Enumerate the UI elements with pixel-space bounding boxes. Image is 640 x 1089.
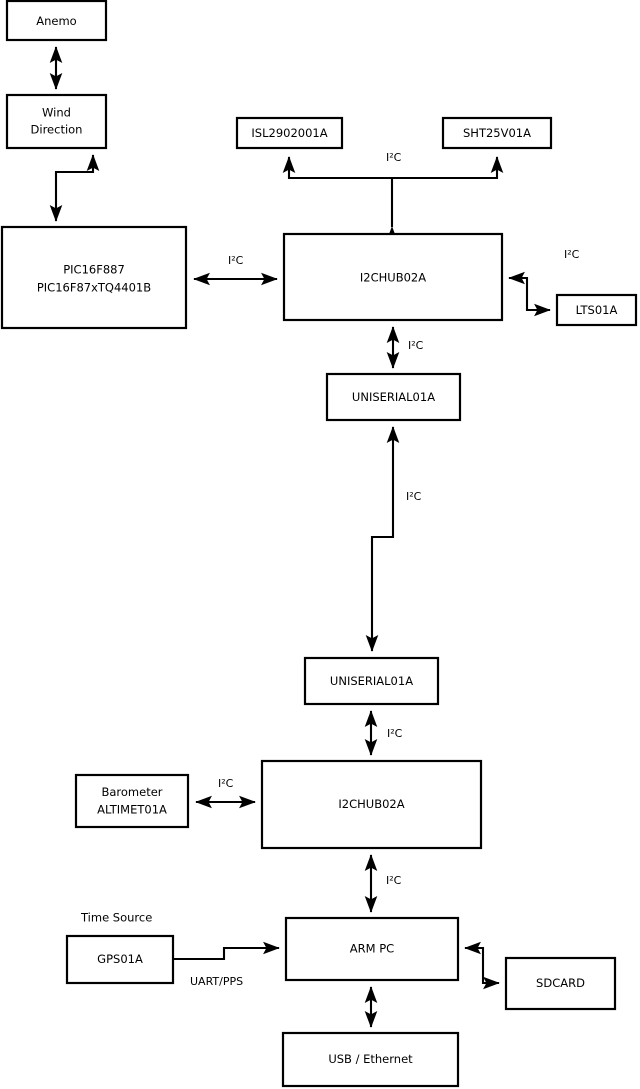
edge-hub-bot-armpc: I²C	[364, 854, 402, 913]
node-uniserial01a-upper[interactable]: UNISERIAL01A	[325, 372, 462, 422]
node-pic16f887[interactable]: PIC16F887 PIC16F87xTQ4401B	[0, 225, 188, 330]
node-i2chub02a-bottom-label: I2CHUB02A	[338, 797, 404, 811]
edge-pic-wind	[49, 154, 100, 222]
edge-label-hub-bot-armpc: I²C	[386, 874, 402, 887]
edge-label-uniserial-hub-bot: I²C	[387, 727, 403, 740]
node-isl2902001a[interactable]: ISL2902001A	[235, 116, 344, 150]
edge-uniserial-hub-bot: I²C	[364, 710, 403, 756]
node-sdcard-label: SDCARD	[536, 976, 585, 990]
edge-pic-hub-top: I²C	[193, 254, 278, 286]
node-i2chub02a-bottom-box[interactable]	[260, 759, 483, 850]
node-lts01a[interactable]: LTS01A	[555, 293, 638, 327]
edge-label-hub-top-sensors: I²C	[386, 151, 402, 164]
node-gps01a-box[interactable]	[65, 934, 175, 985]
node-barometer-label-line2: ALTIMET01A	[97, 803, 167, 817]
edge-line-bus-to-sht	[392, 156, 504, 180]
edge-line-hub-top-lts	[508, 271, 551, 317]
node-anemo-label: Anemo	[36, 14, 76, 28]
node-lts01a-box[interactable]	[555, 293, 638, 327]
node-arm-pc-box[interactable]	[284, 916, 460, 982]
edge-label-uniserial-uniserial: I²C	[406, 490, 422, 503]
node-wind-direction-label-line1: Wind	[42, 106, 71, 120]
node-sdcard[interactable]: SDCARD	[504, 956, 617, 1011]
node-isl2902001a-box[interactable]	[235, 116, 344, 150]
node-anemo[interactable]: Anemo	[5, 0, 108, 42]
node-uniserial01a-lower-label: UNISERIAL01A	[330, 674, 413, 688]
node-uniserial01a-lower[interactable]: UNISERIAL01A	[303, 656, 440, 706]
node-i2chub02a-top-box[interactable]	[282, 232, 504, 322]
node-sht25v01a-box[interactable]	[441, 116, 553, 150]
node-uniserial01a-lower-box[interactable]	[303, 656, 440, 706]
node-uniserial01a-upper-label: UNISERIAL01A	[352, 390, 435, 404]
node-sht25v01a-label: SHT25V01A	[463, 126, 531, 140]
edge-line-uniserial-uniserial	[365, 426, 400, 652]
edge-line-pic-wind	[49, 154, 100, 222]
node-sht25v01a[interactable]: SHT25V01A	[441, 116, 553, 150]
node-barometer-label-line1: Barometer	[101, 785, 162, 799]
node-arm-pc[interactable]: ARM PC	[284, 916, 460, 982]
edge-label-hub-top-lts: I²C	[564, 248, 580, 261]
node-barometer-box[interactable]	[74, 773, 190, 829]
node-i2chub02a-bottom[interactable]: I2CHUB02A	[260, 759, 483, 850]
edge-hub-top-uniserial-upper: I²C	[386, 326, 424, 369]
node-uniserial01a-upper-box[interactable]	[325, 372, 462, 422]
edge-label-gps-armpc: UART/PPS	[190, 975, 243, 988]
node-wind-direction-box[interactable]	[5, 93, 108, 150]
node-wind-direction-label-line2: Direction	[31, 123, 83, 137]
edge-hub-top-sensors: I²C	[282, 151, 504, 243]
edge-uniserial-uniserial: I²C	[365, 426, 422, 652]
edge-line-bus-to-isl	[282, 156, 392, 180]
node-arm-pc-label: ARM PC	[350, 942, 394, 956]
node-usb-ethernet-label: USB / Ethernet	[328, 1052, 413, 1066]
node-i2chub02a-top-label: I2CHUB02A	[360, 271, 426, 285]
node-pic16f887-box[interactable]	[0, 225, 188, 330]
node-gps01a[interactable]: GPS01A	[65, 934, 175, 985]
node-isl2902001a-label: ISL2902001A	[251, 126, 327, 140]
node-i2chub02a-top[interactable]: I2CHUB02A	[282, 232, 504, 322]
edge-label-barometer-hub-bot: I²C	[218, 777, 234, 790]
node-pic16f887-label-line1: PIC16F887	[63, 263, 125, 277]
edge-line-gps-armpc	[173, 941, 280, 961]
edge-line-armpc-sdcard	[464, 941, 500, 990]
edge-label-hub-top-uniserial: I²C	[408, 339, 424, 352]
node-sdcard-box[interactable]	[504, 956, 617, 1011]
node-barometer[interactable]: Barometer ALTIMET01A	[74, 773, 190, 829]
node-lts01a-label: LTS01A	[576, 303, 618, 317]
node-pic16f887-label-line2: PIC16F87xTQ4401B	[37, 281, 151, 295]
node-anemo-box[interactable]	[5, 0, 108, 42]
edge-gps-armpc: UART/PPS	[173, 941, 280, 988]
edge-hub-top-lts: I²C	[508, 248, 580, 317]
edge-armpc-sdcard	[464, 941, 500, 990]
node-wind-direction[interactable]: Wind Direction	[5, 93, 108, 150]
edge-label-pic-hub-top: I²C	[228, 254, 244, 267]
node-usb-ethernet[interactable]: USB / Ethernet	[281, 1031, 460, 1088]
label-time-source: Time Source	[80, 911, 152, 925]
edge-barometer-hub-bot: I²C	[195, 777, 256, 809]
node-usb-ethernet-box[interactable]	[281, 1031, 460, 1088]
node-gps01a-label: GPS01A	[97, 952, 143, 966]
